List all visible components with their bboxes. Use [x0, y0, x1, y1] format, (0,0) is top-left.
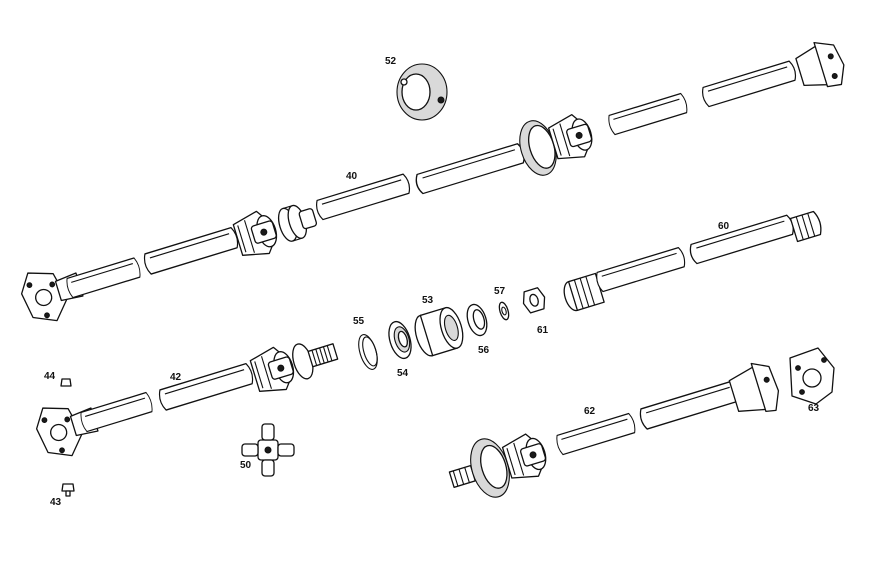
- shaft-42-tube-b: [156, 362, 256, 412]
- shaft-62-front-coupling: [448, 429, 552, 498]
- shaft-60-tube-b: [687, 213, 797, 266]
- part-label-50: 50: [240, 460, 252, 471]
- washer-57: [498, 301, 510, 321]
- shaft-40-tube-a: [64, 256, 143, 299]
- shaft-42: [30, 342, 339, 464]
- bearing-housing-53: [414, 306, 464, 357]
- center-bearing: [519, 110, 598, 176]
- shaft-40-joint-right: [795, 41, 845, 88]
- part-label-56: 56: [478, 345, 490, 356]
- part-label-54: 54: [397, 368, 409, 379]
- shaft-60-tube-a: [593, 246, 688, 293]
- shaft-62-rear-joint: [728, 362, 780, 412]
- part-label-57: 57: [494, 286, 506, 297]
- part-label-60: 60: [718, 221, 730, 232]
- shaft-42-joint: [247, 342, 339, 398]
- part-label-44: 44: [44, 371, 56, 382]
- universal-joint-spider-50: [241, 423, 295, 477]
- shaft-40-tube-d: [413, 142, 528, 196]
- ball-bearing-54: [388, 320, 412, 360]
- shaft-40-tube-c: [313, 172, 413, 221]
- shaft-62-tube-b: [637, 379, 742, 431]
- shaft-60-splined-end: [563, 272, 605, 312]
- circlip-55: [358, 334, 378, 370]
- shaft-42-tube-a: [78, 391, 155, 433]
- shaft-40-tube-f: [699, 59, 799, 108]
- part-label-63: 63: [808, 403, 820, 414]
- shaft-62-tube-a: [554, 412, 638, 456]
- part-label-62: 62: [584, 406, 596, 417]
- rubber-coupling-52: [396, 63, 448, 121]
- part-label-55: 55: [353, 316, 365, 327]
- flange-yoke-63: [789, 347, 835, 405]
- shaft-40: [15, 41, 845, 329]
- nut-44: [60, 378, 72, 387]
- part-label-53: 53: [422, 295, 434, 306]
- part-label-42: 42: [170, 372, 182, 383]
- shaft-40-joint-left: [230, 204, 318, 262]
- part-label-43: 43: [50, 497, 62, 508]
- bearing-ring-56: [466, 303, 488, 337]
- shaft-40-tube-b: [141, 226, 241, 276]
- part-label-52: 52: [385, 56, 397, 67]
- shaft-40-tube-e: [606, 92, 690, 136]
- part-label-40: 40: [346, 171, 358, 182]
- bolt-43: [61, 483, 75, 497]
- shaft-62: [448, 362, 780, 498]
- nut-61: [522, 287, 546, 314]
- part-label-61: 61: [537, 325, 549, 336]
- shaft-60: [563, 210, 822, 312]
- shaft-60-end-stub: [789, 210, 822, 243]
